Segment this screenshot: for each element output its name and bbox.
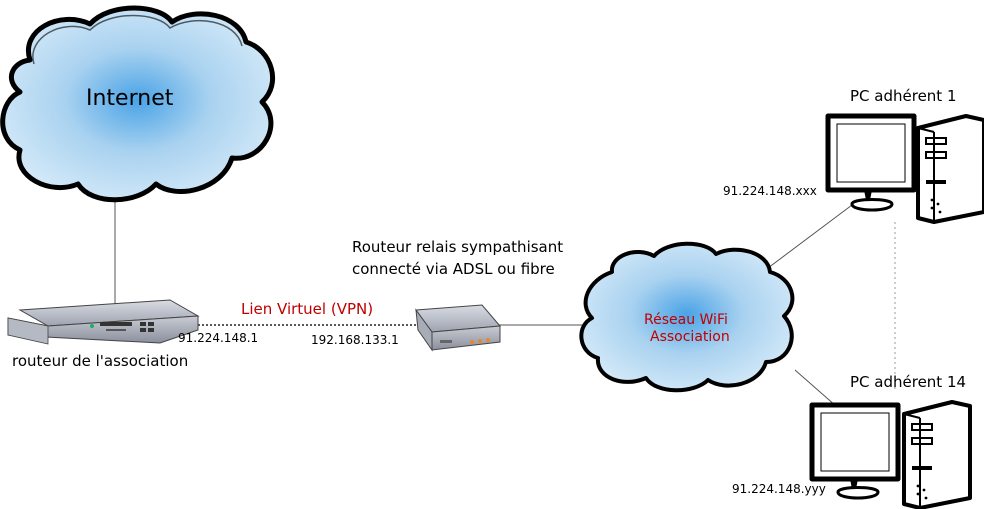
relay-router-label-line2: connecté via ADSL ou fibre — [352, 260, 555, 278]
pc1-tower-icon — [916, 114, 984, 224]
association-router-icon — [7, 299, 200, 345]
relay-router-label-line1: Routeur relais sympathisant — [352, 238, 564, 256]
pc1-ip: 91.224.148.xxx — [723, 184, 817, 198]
pc1-label: PC adhérent 1 — [850, 87, 957, 105]
association-router-ip: 91.224.148.1 — [178, 331, 259, 345]
wifi-label-line2: Association — [650, 329, 730, 345]
relay-router-ip: 192.168.133.1 — [311, 333, 399, 347]
relay-router-icon — [415, 304, 502, 352]
pc14-ip: 91.224.148.yyy — [732, 482, 826, 496]
internet-label: Internet — [86, 86, 174, 111]
association-router-label: routeur de l'association — [12, 352, 189, 370]
pc14-monitor-icon — [809, 402, 901, 500]
wifi-to-pc14-line — [794, 369, 837, 407]
vpn-link-label: Lien Virtuel (VPN) — [241, 300, 374, 318]
pc14-label: PC adhérent 14 — [850, 373, 967, 391]
internet-cloud-icon — [0, 5, 275, 203]
wifi-label-line1: Réseau WiFi — [644, 312, 728, 328]
wifi-cloud-icon — [579, 241, 795, 393]
pc1-monitor-icon — [825, 113, 917, 212]
pc14-tower-icon — [902, 400, 972, 509]
